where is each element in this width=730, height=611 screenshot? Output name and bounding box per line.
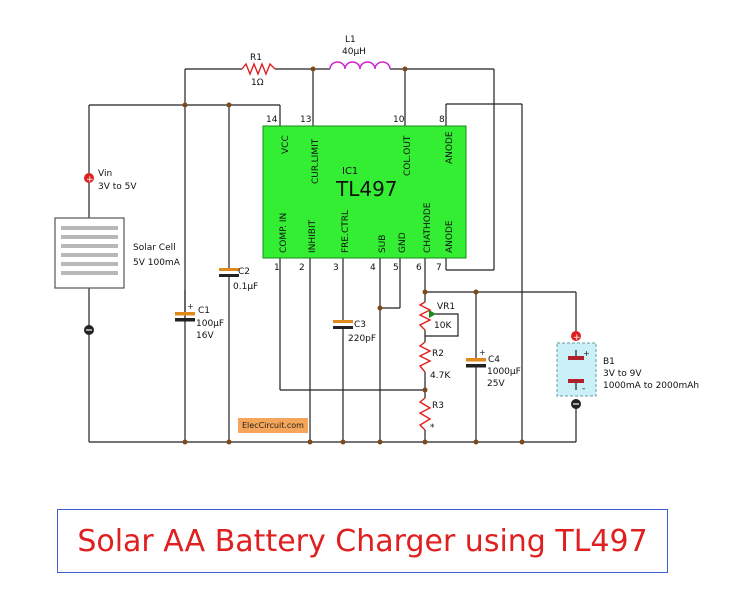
vr1-potentiometer: VR1 10K: [418, 301, 455, 331]
c4-voltage: 25V: [487, 379, 505, 389]
vr1-ref: VR1: [437, 302, 455, 312]
pin-4-name: SUB: [378, 235, 388, 253]
solar-ref: Solar Cell: [133, 243, 176, 253]
ic1-tl497: IC1 TL497 14 13 10 8 VCC CUR.LIMIT COL.O…: [262, 115, 467, 273]
pin-3-name: FRE.CTRL: [341, 210, 351, 253]
pin-10-num: 10: [393, 115, 405, 125]
b1-value: 3V to 9V: [603, 369, 642, 379]
c4-value: 1000µF: [487, 367, 521, 377]
l1-value: 40µH: [342, 47, 366, 57]
c2-capacitor: C2 0.1µF: [219, 267, 258, 292]
pin-14-name: VCC: [281, 135, 291, 154]
r2-value: 4.7K: [430, 371, 451, 381]
c3-capacitor: C3 220pF: [333, 320, 376, 344]
l1-ref: L1: [345, 35, 356, 45]
pin-1-name: COMP. IN: [279, 213, 289, 253]
brand-label: ElecCircuit.com: [238, 418, 308, 433]
l1-inductor: L1 40µH: [329, 35, 391, 70]
c2-ref: C2: [238, 267, 250, 277]
c3-value: 220pF: [348, 334, 376, 344]
vin-value: 3V to 5V: [98, 182, 137, 192]
svg-text:+: +: [583, 349, 590, 358]
vin-ref: Vin: [98, 169, 112, 179]
svg-text:+: +: [479, 348, 486, 357]
pin-6-name: CHATHODE: [423, 202, 433, 253]
pin-10-name: COL.OUT: [403, 135, 413, 176]
vin-terminal: + Vin 3V to 5V: [84, 169, 137, 192]
pin-4-num: 4: [370, 263, 376, 273]
c1-capacitor: + C1 100µF 16V: [175, 290, 224, 341]
wires: [88, 68, 577, 443]
b1-ref: B1: [603, 357, 615, 367]
ic-ref: IC1: [342, 166, 358, 177]
r1-ref: R1: [250, 53, 262, 63]
svg-text:+: +: [86, 175, 94, 185]
svg-text:+: +: [573, 333, 581, 343]
pin-7-num: 7: [436, 263, 442, 273]
page-title: Solar AA Battery Charger using TL497: [57, 509, 668, 573]
c2-value: 0.1µF: [233, 282, 258, 292]
r3-ref: R3: [432, 401, 444, 411]
pin-5-num: 5: [393, 263, 399, 273]
junction-dots: [182, 66, 525, 445]
pin-8-name: ANODE: [445, 131, 455, 164]
r2-ref: R2: [432, 349, 444, 359]
r1-resistor: R1 1Ω: [241, 53, 276, 88]
pin-2-name: INHIBIT: [308, 219, 318, 253]
c1-ref: C1: [198, 306, 210, 316]
solar-cell: Solar Cell 5V 100mA: [54, 217, 181, 335]
svg-text:-: -: [582, 384, 585, 394]
c4-ref: C4: [488, 355, 500, 365]
pin-3-num: 3: [333, 263, 339, 273]
c4-capacitor: + C4 1000µF 25V: [466, 348, 521, 389]
c1-voltage: 16V: [196, 331, 214, 341]
pin-7-name: ANODE: [445, 220, 455, 253]
r3-value: *: [430, 423, 435, 433]
ic-name: TL497: [335, 177, 398, 201]
r2-resistor: R2 4.7K: [418, 341, 451, 381]
c3-ref: C3: [354, 320, 366, 330]
r1-value: 1Ω: [251, 78, 264, 88]
c1-value: 100µF: [196, 319, 224, 329]
pin-8-num: 8: [439, 115, 445, 125]
b1-battery: + + - B1 3V to 9V 1000mA to 2000mAh: [556, 331, 699, 409]
solar-value: 5V 100mA: [133, 258, 181, 268]
pin-13-name: CUR.LIMIT: [311, 138, 321, 184]
pin-6-num: 6: [416, 263, 422, 273]
pin-14-num: 14: [266, 115, 278, 125]
pin-1-num: 1: [274, 263, 280, 273]
b1-capacity: 1000mA to 2000mAh: [603, 381, 699, 391]
pin-5-name: GND: [398, 232, 408, 253]
svg-text:+: +: [187, 302, 194, 311]
pin-13-num: 13: [300, 115, 311, 125]
r3-resistor: R3 *: [418, 397, 444, 433]
vr1-value: 10K: [434, 321, 452, 331]
pin-2-num: 2: [299, 263, 305, 273]
